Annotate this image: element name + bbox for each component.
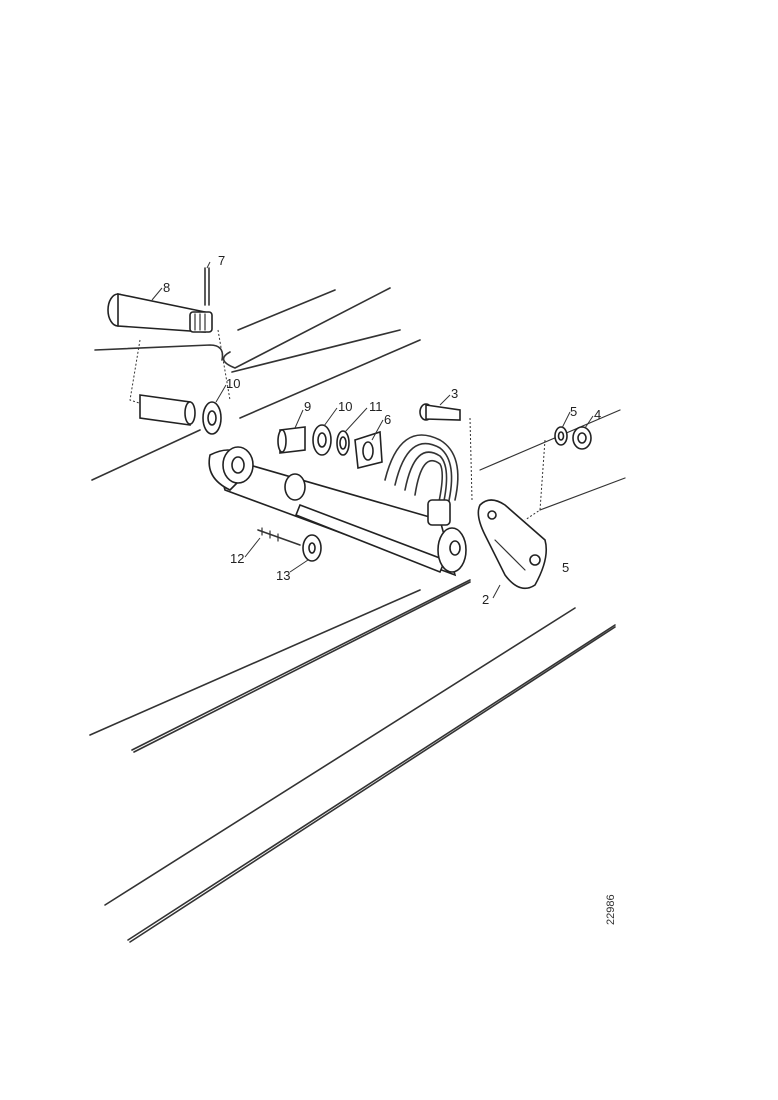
nut-part-5-right bbox=[554, 426, 568, 446]
screw-part-12 bbox=[257, 527, 301, 546]
cotter-pin-part-7 bbox=[204, 267, 210, 306]
cylinder-body bbox=[208, 446, 467, 577]
callout-4: 4 bbox=[594, 407, 601, 422]
bolt-part-8 bbox=[107, 293, 213, 333]
bushing-part bbox=[139, 394, 196, 426]
stacked-parts-row bbox=[277, 424, 383, 469]
callout-10-right: 10 bbox=[338, 399, 352, 414]
callout-5-bottom: 5 bbox=[562, 560, 569, 575]
callout-8: 8 bbox=[163, 280, 170, 295]
callout-13: 13 bbox=[276, 568, 290, 583]
hydraulic-hose bbox=[384, 434, 459, 526]
assembly-guide-lines bbox=[129, 329, 546, 521]
callout-labels: 7 8 10 9 10 11 6 3 5 4 5 2 12 13 bbox=[163, 253, 601, 607]
mounting-bracket-part-2 bbox=[477, 499, 548, 590]
callout-2: 2 bbox=[482, 592, 489, 607]
callout-9: 9 bbox=[304, 399, 311, 414]
callout-12: 12 bbox=[230, 551, 244, 566]
callout-3: 3 bbox=[451, 386, 458, 401]
bolt-part-3 bbox=[419, 403, 461, 421]
washer-part-13 bbox=[302, 534, 322, 562]
washer-part-10-left bbox=[202, 401, 222, 435]
drawing-number: 22986 bbox=[605, 894, 617, 925]
callout-10-left: 10 bbox=[226, 376, 240, 391]
callout-7: 7 bbox=[218, 253, 225, 268]
callout-5-top: 5 bbox=[570, 404, 577, 419]
chassis-outline bbox=[89, 287, 626, 943]
leader-lines bbox=[151, 261, 594, 599]
cap-nut-part-4 bbox=[572, 426, 592, 450]
callout-6: 6 bbox=[384, 412, 391, 427]
callout-11: 11 bbox=[369, 399, 383, 414]
